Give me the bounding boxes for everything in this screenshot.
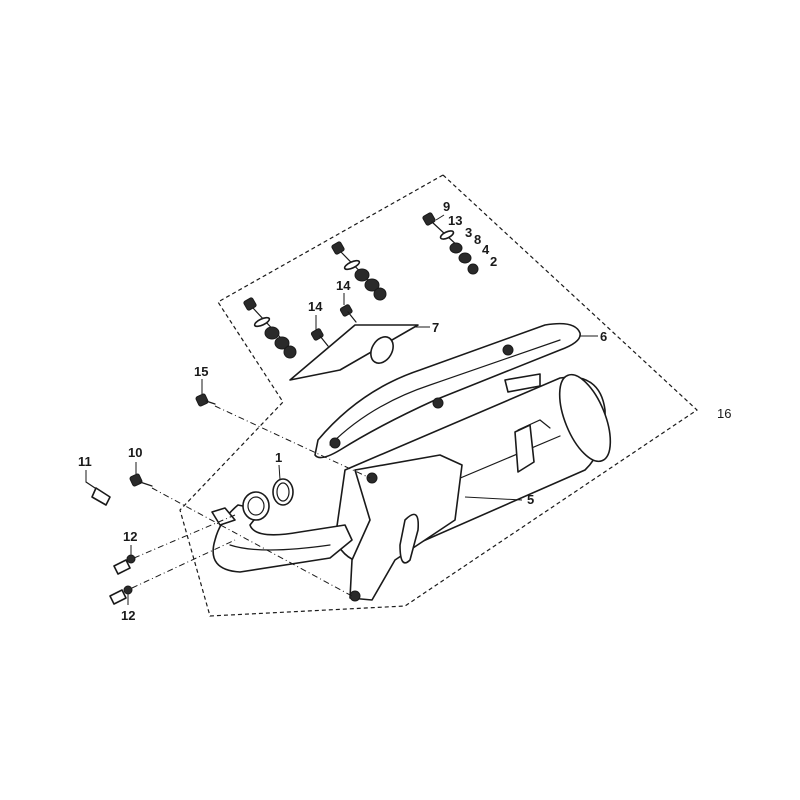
callout-14-upper: 14 (336, 278, 351, 293)
callout-8: 8 (474, 232, 481, 247)
alignment-line-15 (214, 405, 371, 479)
heat-shield (314, 322, 581, 459)
stud-12-lower (109, 585, 133, 605)
callout-4: 4 (482, 242, 490, 257)
alignment-line-12b (131, 539, 236, 589)
bolt-10 (129, 473, 153, 487)
callout-2: 2 (490, 254, 497, 269)
alignment-line-12a (133, 514, 236, 559)
sensor-11 (85, 481, 111, 506)
callout-16: 16 (717, 406, 731, 421)
fastener-stack-right (422, 212, 479, 275)
leader-1 (278, 464, 281, 481)
bolt-15 (195, 393, 216, 407)
callout-14-lower: 14 (308, 299, 323, 314)
callout-3: 3 (465, 225, 472, 240)
bolt-14-lower (310, 328, 329, 347)
bolt-14-upper (339, 304, 357, 323)
exhaust-pipe (211, 491, 353, 573)
small-heat-shield (289, 324, 419, 381)
callout-13: 13 (448, 213, 462, 228)
assembly-boundary (179, 174, 698, 617)
fastener-stack-middle (331, 241, 387, 301)
leader-9 (435, 214, 445, 221)
alignment-line-10 (151, 487, 353, 597)
callout-5: 5 (527, 492, 534, 507)
callout-9: 9 (443, 199, 450, 214)
stud-12-upper (113, 554, 136, 575)
callout-6: 6 (600, 329, 607, 344)
gasket-ring (272, 478, 294, 506)
leader-5 (464, 496, 523, 501)
callout-12-lower: 12 (121, 608, 135, 623)
callout-11: 11 (78, 454, 92, 469)
callout-7: 7 (432, 320, 439, 335)
callout-15: 15 (194, 364, 208, 379)
muffler-bracket (349, 454, 463, 602)
callout-12-upper: 12 (123, 529, 137, 544)
fastener-stack-left (243, 297, 297, 359)
callout-10: 10 (128, 445, 142, 460)
callout-1: 1 (275, 450, 282, 465)
